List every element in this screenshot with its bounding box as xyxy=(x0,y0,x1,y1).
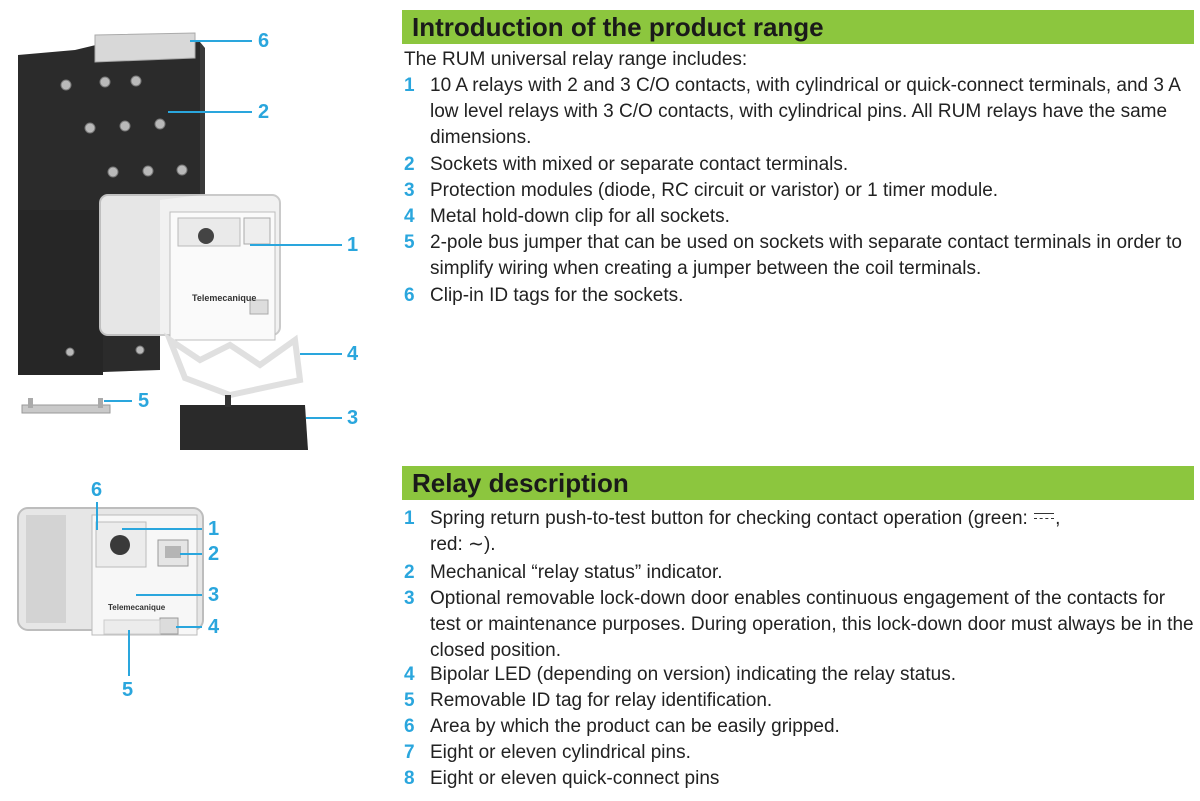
list-item: 3 Optional removable lock-down door enab… xyxy=(404,586,1194,665)
callout-line xyxy=(122,528,202,530)
item-number: 3 xyxy=(404,588,415,609)
relay-heading: Relay description xyxy=(402,466,1194,500)
item-number: 1 xyxy=(404,75,415,96)
list-item: 8 Eight or eleven quick-connect pins xyxy=(404,766,1194,792)
list-item: 7 Eight or eleven cylindrical pins. xyxy=(404,740,1194,766)
item-number: 6 xyxy=(404,285,415,306)
list-item: 3 Protection modules (diode, RC circuit … xyxy=(404,178,1194,204)
item-number: 3 xyxy=(404,180,415,201)
item-text: Area by which the product can be easily … xyxy=(430,716,840,737)
item-text: Sockets with mixed or separate contact t… xyxy=(430,154,849,175)
intro-lead: The RUM universal relay range includes: xyxy=(404,49,748,70)
callout-line xyxy=(190,40,252,42)
callout-line xyxy=(168,111,252,113)
callout-6: 6 xyxy=(91,479,103,501)
callout-vline xyxy=(128,630,130,676)
list-item: 4 Bipolar LED (depending on version) ind… xyxy=(404,662,1194,688)
relay-description-figure: Telemecanique 6 1 2 3 4 5 xyxy=(0,470,400,710)
item-text: Spring return push-to-test button for ch… xyxy=(430,508,1061,556)
callout-line xyxy=(180,553,202,555)
dc-symbol-icon xyxy=(1033,511,1055,525)
relay-front-illustration xyxy=(17,507,204,636)
item-text: Bipolar LED (depending on version) indic… xyxy=(430,664,956,685)
item-text: Removable ID tag for relay identificatio… xyxy=(430,690,773,711)
callout-1: 1 xyxy=(347,234,359,256)
list-item: 2 Mechanical “relay status” indicator. xyxy=(404,560,1194,586)
item-text-red: red: xyxy=(430,534,463,556)
callout-line xyxy=(136,594,202,596)
ac-symbol-icon: ∼ xyxy=(468,534,484,556)
item-text: Mechanical “relay status” indicator. xyxy=(430,562,723,583)
callout-line xyxy=(104,400,132,402)
item-text: Protection modules (diode, RC circuit or… xyxy=(430,180,999,201)
item-text: Clip-in ID tags for the sockets. xyxy=(430,285,684,306)
item-number: 1 xyxy=(404,508,415,529)
callout-2: 2 xyxy=(208,543,220,565)
list-item: 4 Metal hold-down clip for all sockets. xyxy=(404,204,1194,230)
item-number: 5 xyxy=(404,232,415,253)
item-number: 8 xyxy=(404,768,415,789)
item-number: 2 xyxy=(404,562,415,583)
brand-label: Telemecanique xyxy=(192,293,257,303)
callout-4: 4 xyxy=(208,616,220,638)
callout-line xyxy=(300,353,342,355)
item-text: 10 A relays with 2 and 3 C/O contacts, w… xyxy=(430,75,1180,149)
brand-label: Telemecanique xyxy=(108,603,166,612)
item-number: 5 xyxy=(404,690,415,711)
list-item: 6 Clip-in ID tags for the sockets. xyxy=(404,283,1194,309)
item-number: 4 xyxy=(404,664,415,685)
item-text-main: Spring return push-to-test button for ch… xyxy=(430,508,1028,529)
list-item: 1 Spring return push-to-test button for … xyxy=(404,506,1194,558)
item-text-end: ). xyxy=(483,534,496,556)
list-item: 5 2-pole bus jumper that can be used on … xyxy=(404,230,1194,282)
callout-line xyxy=(306,417,342,419)
item-text: Optional removable lock-down door enable… xyxy=(430,588,1194,662)
socket-and-relay-illustration xyxy=(18,32,308,450)
callout-5: 5 xyxy=(122,679,134,701)
callout-5: 5 xyxy=(138,390,150,412)
list-item: 1 10 A relays with 2 and 3 C/O contacts,… xyxy=(404,73,1194,152)
callout-2: 2 xyxy=(258,101,270,123)
callout-3: 3 xyxy=(208,584,220,606)
item-number: 6 xyxy=(404,716,415,737)
callout-line xyxy=(176,626,202,628)
callout-line xyxy=(250,244,342,246)
item-text: Metal hold-down clip for all sockets. xyxy=(430,206,730,227)
item-number: 7 xyxy=(404,742,415,763)
list-item: 5 Removable ID tag for relay identificat… xyxy=(404,688,1194,714)
list-item: 2 Sockets with mixed or separate contact… xyxy=(404,152,1194,178)
callout-1: 1 xyxy=(208,518,220,540)
intro-heading: Introduction of the product range xyxy=(402,10,1194,44)
callout-6: 6 xyxy=(258,30,270,52)
callout-vline xyxy=(96,502,98,530)
list-item: 6 Area by which the product can be easil… xyxy=(404,714,1194,740)
item-number: 4 xyxy=(404,206,415,227)
item-text: Eight or eleven quick-connect pins xyxy=(430,768,720,789)
callout-3: 3 xyxy=(347,407,359,429)
item-text: 2-pole bus jumper that can be used on so… xyxy=(430,232,1182,280)
product-range-figure: Telemecanique 6 2 1 4 5 3 xyxy=(0,0,400,450)
item-text: Eight or eleven cylindrical pins. xyxy=(430,742,691,763)
item-number: 2 xyxy=(404,154,415,175)
callout-4: 4 xyxy=(347,343,359,365)
